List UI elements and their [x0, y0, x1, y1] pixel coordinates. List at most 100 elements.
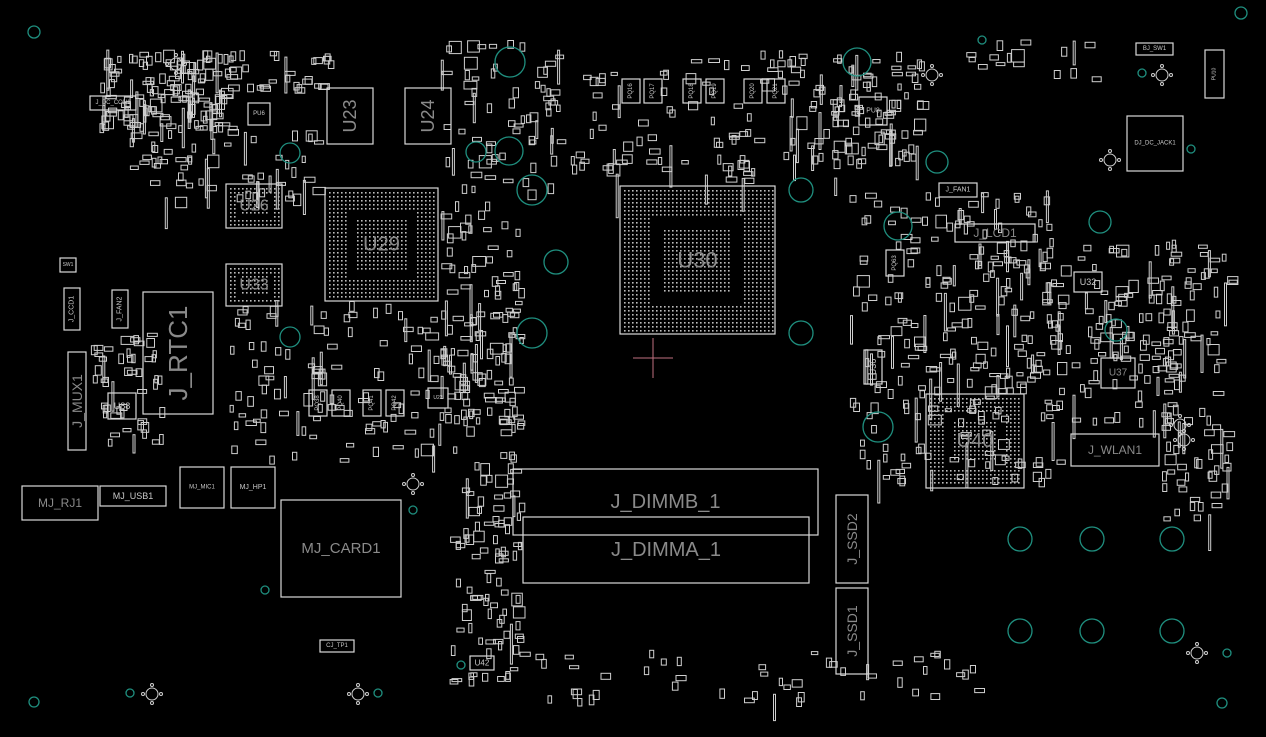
smd-pad	[111, 381, 115, 412]
component-u42[interactable]: U42	[469, 655, 495, 671]
smd-pad	[930, 652, 940, 657]
smd-pad	[537, 66, 548, 78]
mounting-hole	[1222, 648, 1232, 658]
component-j-ssd2[interactable]: J_SSD2	[835, 494, 869, 584]
smd-pad	[540, 84, 546, 93]
smd-pad	[303, 393, 314, 407]
smd-pad	[859, 260, 868, 265]
smd-pad	[956, 672, 966, 678]
mounting-hole	[28, 696, 40, 708]
smd-pad	[438, 423, 442, 446]
smd-pad	[293, 81, 300, 91]
smd-pad	[575, 151, 586, 159]
component-pq42[interactable]: PQ42	[385, 389, 405, 417]
component-pq17[interactable]: PQ17	[643, 78, 663, 104]
smd-pad	[449, 354, 452, 375]
smd-pad	[731, 135, 737, 145]
smd-pad	[197, 78, 205, 84]
component-j-dimma-1[interactable]: J_DIMMA_1	[522, 516, 810, 584]
component-cj-tp1[interactable]: CJ_TP1	[319, 639, 355, 653]
component-dj-dc-jack1[interactable]: DJ_DC_JACK1	[1126, 115, 1184, 172]
smd-pad	[443, 124, 452, 130]
component-label: MJ_USB1	[113, 491, 154, 501]
smd-pad	[193, 62, 197, 83]
component-pq16[interactable]: PQ16	[621, 78, 641, 104]
component-pu6[interactable]: PU6	[247, 102, 271, 126]
component-j-ccd1[interactable]: J_CCD1	[63, 287, 81, 331]
smd-pad	[430, 316, 438, 323]
smd-pad	[600, 672, 612, 680]
component-mj-card1[interactable]: MJ_CARD1	[280, 499, 402, 598]
smd-pad	[123, 116, 131, 126]
component-u30[interactable]: U30	[619, 185, 776, 335]
component-pu8[interactable]: PU8	[858, 96, 888, 126]
component-j-ssd1[interactable]: J_SSD1	[835, 587, 869, 675]
component-j-fan1[interactable]: J_FAN1	[938, 182, 978, 198]
component-label: J_RTC1	[163, 306, 193, 401]
component-j-fan2[interactable]: J_FAN2	[111, 289, 129, 329]
component-u26[interactable]: U26	[225, 183, 283, 229]
smd-pad	[478, 303, 482, 331]
smd-pad	[907, 65, 917, 70]
smd-pad	[704, 174, 708, 205]
smd-pad	[975, 305, 986, 310]
smd-pad	[790, 137, 796, 146]
smd-pad	[460, 336, 472, 341]
smd-pad	[124, 367, 133, 376]
component-pq18[interactable]: PQ18	[682, 78, 702, 104]
component-u29[interactable]: U29	[324, 187, 439, 302]
component-j-rtc1[interactable]: J_RTC1	[142, 291, 214, 415]
smd-pad	[598, 124, 607, 131]
component-pu10[interactable]: PU10	[1204, 49, 1225, 99]
smd-pad	[484, 569, 496, 574]
smd-pad	[733, 103, 744, 109]
smd-pad	[410, 345, 422, 352]
smd-pad	[129, 53, 134, 64]
component-mj-rj1[interactable]: MJ_RJ1	[21, 485, 99, 521]
smd-pad	[236, 194, 244, 203]
smd-pad	[507, 40, 514, 49]
component-pq63[interactable]: PQ63	[885, 249, 905, 277]
smd-pad	[875, 118, 884, 125]
component-u40[interactable]: U40	[925, 393, 1025, 489]
component-j-wlan1[interactable]: J_WLAN1	[1070, 433, 1160, 467]
component-u32[interactable]: U32	[1073, 271, 1103, 293]
component-pq20[interactable]: PQ20	[743, 78, 763, 104]
component-pq41[interactable]: PQ41	[362, 389, 382, 417]
component-pq21[interactable]: PQ21	[766, 78, 786, 104]
component-pq19[interactable]: PQ19	[705, 78, 725, 104]
smd-pad	[117, 55, 122, 63]
smd-pad	[468, 506, 480, 517]
component-j-dc-con1[interactable]: J_DC_CON1	[89, 95, 137, 111]
component-pq38[interactable]: PQ38	[308, 389, 328, 417]
component-mj-mic1[interactable]: MJ_MIC1	[179, 466, 225, 509]
component-mj-usb1[interactable]: MJ_USB1	[99, 485, 167, 507]
component-u37[interactable]: U37	[1100, 357, 1136, 389]
component-pq40[interactable]: PQ40	[331, 389, 351, 417]
component-mj-hp1[interactable]: MJ_HP1	[230, 466, 276, 509]
smd-pad	[556, 139, 567, 145]
smd-pad	[883, 453, 888, 463]
component-j-mux1[interactable]: J_MUX1	[67, 351, 87, 451]
smd-pad	[1137, 390, 1143, 402]
component-u23[interactable]: U23	[326, 87, 374, 145]
component-u88[interactable]: U88	[107, 392, 137, 420]
component-u24[interactable]: U24	[404, 87, 452, 145]
smd-pad	[1170, 251, 1183, 257]
smd-pad	[1116, 244, 1130, 258]
smd-pad	[1211, 503, 1223, 509]
smd-pad	[1189, 496, 1201, 503]
component-u36[interactable]: U36	[863, 349, 883, 385]
component-j-dimmb-1[interactable]: J_DIMMB_1	[512, 468, 819, 536]
component-sw1[interactable]: SW1	[59, 257, 77, 273]
component-j-lcd1[interactable]: J_LCD1	[954, 223, 1036, 243]
smd-pad	[474, 462, 480, 471]
component-u22[interactable]: U22	[427, 387, 449, 409]
smd-pad	[1031, 364, 1037, 373]
smd-pad	[204, 158, 208, 199]
component-bj-sw1[interactable]: BJ_SW1	[1135, 42, 1174, 56]
component-u33[interactable]: U33	[225, 263, 283, 307]
smd-pad	[445, 157, 451, 168]
smd-pad	[907, 259, 915, 268]
